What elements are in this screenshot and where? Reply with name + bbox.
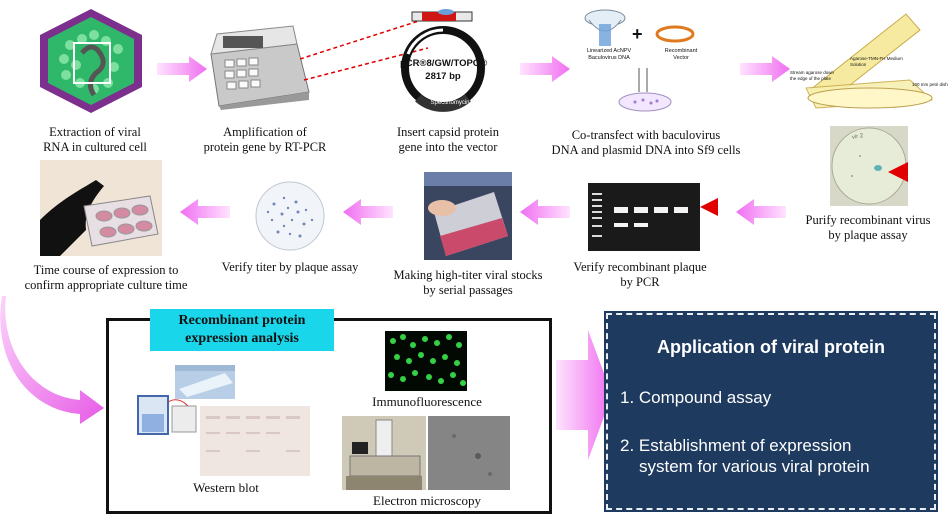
vector-size: 2817 bp	[425, 71, 461, 82]
caption-line: Purify recombinant virus	[805, 213, 931, 227]
electron-micrograph-photo	[428, 416, 510, 490]
pcr-gel-photo	[588, 183, 700, 251]
caption-line: by plaque assay	[828, 228, 908, 242]
cotransfection-illustration	[575, 4, 715, 119]
caption-line: DNA and plasmid DNA into Sf9 cells	[551, 143, 741, 157]
step-caption-insert: Insert capsid protein gene into the vect…	[378, 125, 518, 155]
blot-tank-photo	[134, 392, 200, 438]
caption-line: gene into the vector	[398, 140, 498, 154]
step-caption-verify-pcr: Verify recombinant plaque by PCR	[560, 260, 720, 290]
arrow-left-icon	[180, 199, 230, 225]
caption-line: Verify recombinant plaque	[573, 260, 707, 274]
western-blot-label: Western blot	[193, 480, 259, 495]
arrow-left-icon	[520, 199, 570, 225]
electron-microscope-photo	[342, 416, 426, 490]
caption-line: Co-transfect with baculovirus	[571, 128, 721, 142]
titer-plate-photo	[254, 180, 326, 252]
cotransfect-label-left: Linearized AcNPV Baculovirus DNA	[586, 48, 632, 61]
caption-line: confirm appropriate culture time	[24, 278, 188, 292]
caption-line: Amplification of	[223, 125, 307, 139]
caption-line: Making high-titer viral stocks	[393, 268, 543, 282]
plaque-plate-photo	[830, 126, 908, 206]
thermocycler-illustration	[205, 14, 315, 110]
curved-arrow-icon	[0, 296, 104, 424]
virus-illustration	[30, 5, 152, 117]
tube-label-2: Stream agarose down the edge of the plat…	[790, 70, 835, 81]
step-caption-purify: Purify recombinant virus by plaque assay	[788, 213, 948, 243]
caption-line: Insert capsid protein	[396, 125, 500, 139]
application-item-line: system for various viral protein	[639, 457, 870, 476]
immunofluorescence-photo	[385, 331, 467, 391]
tube-label-1: Agarose-TMN-FH Medium Solution	[850, 56, 903, 67]
step-caption-titer: Verify titer by plaque assay	[205, 260, 375, 275]
culture-flask-photo	[424, 172, 512, 260]
step-caption-high-titer: Making high-titer viral stocks by serial…	[378, 268, 558, 298]
well-plate-photo	[40, 160, 162, 256]
application-item-expression: 2. Establishment of expression system fo…	[620, 435, 870, 477]
step-caption-cotransfect: Co-transfect with baculovirus DNA and pl…	[546, 128, 746, 158]
western-blot-membrane-photo	[200, 406, 310, 476]
arrow-right-icon	[740, 56, 790, 82]
caption-line: by PCR	[620, 275, 660, 289]
arrow-left-icon	[736, 199, 786, 225]
caption-line: by serial passages	[423, 283, 513, 297]
caption-line: RNA in cultured cell	[43, 140, 147, 154]
cotransfect-label-right: Recombinant Vector	[664, 48, 698, 61]
analysis-title: Recombinant protein expression analysis	[150, 309, 334, 351]
tube-label-3: 100 mm petri dish	[912, 82, 948, 87]
vector-marker: Spectinomycin	[430, 100, 470, 106]
red-marker-icon	[700, 198, 718, 216]
application-item-compound: 1. Compound assay	[620, 388, 772, 407]
step-caption-extraction: Extraction of viral RNA in cultured cell	[20, 125, 170, 155]
plasmid-vector-illustration	[388, 6, 498, 112]
vector-name: pCR®8/GW/TOPO®	[400, 58, 488, 69]
step-caption-amplification: Amplification of protein gene by RT-PCR	[190, 125, 340, 155]
caption-line: Verify titer by plaque assay	[221, 260, 359, 274]
application-panel: Application of viral protein 1. Compound…	[604, 311, 938, 512]
step-caption-time-course: Time course of expression to confirm app…	[6, 263, 206, 293]
immunofluorescence-label: Immunofluorescence	[372, 394, 482, 409]
agarose-tube-illustration	[786, 4, 946, 114]
arrow-right-icon	[520, 56, 570, 82]
arrow-right-icon	[556, 330, 612, 460]
application-item-line: 2. Establishment of expression	[620, 436, 852, 455]
western-blot-equipment-photo	[175, 365, 235, 399]
arrow-right-icon	[157, 56, 207, 82]
red-marker-icon	[888, 162, 908, 182]
caption-line: Extraction of viral	[49, 125, 141, 139]
analysis-title-line: Recombinant protein	[178, 313, 306, 328]
application-title: Application of viral protein	[656, 337, 885, 357]
arrow-left-icon	[343, 199, 393, 225]
analysis-title-line: expression analysis	[185, 331, 299, 346]
electron-microscopy-label: Electron microscopy	[373, 493, 481, 508]
caption-line: protein gene by RT-PCR	[203, 140, 327, 154]
caption-line: Time course of expression to	[33, 263, 179, 277]
cotransfect-plus: +	[632, 24, 643, 44]
